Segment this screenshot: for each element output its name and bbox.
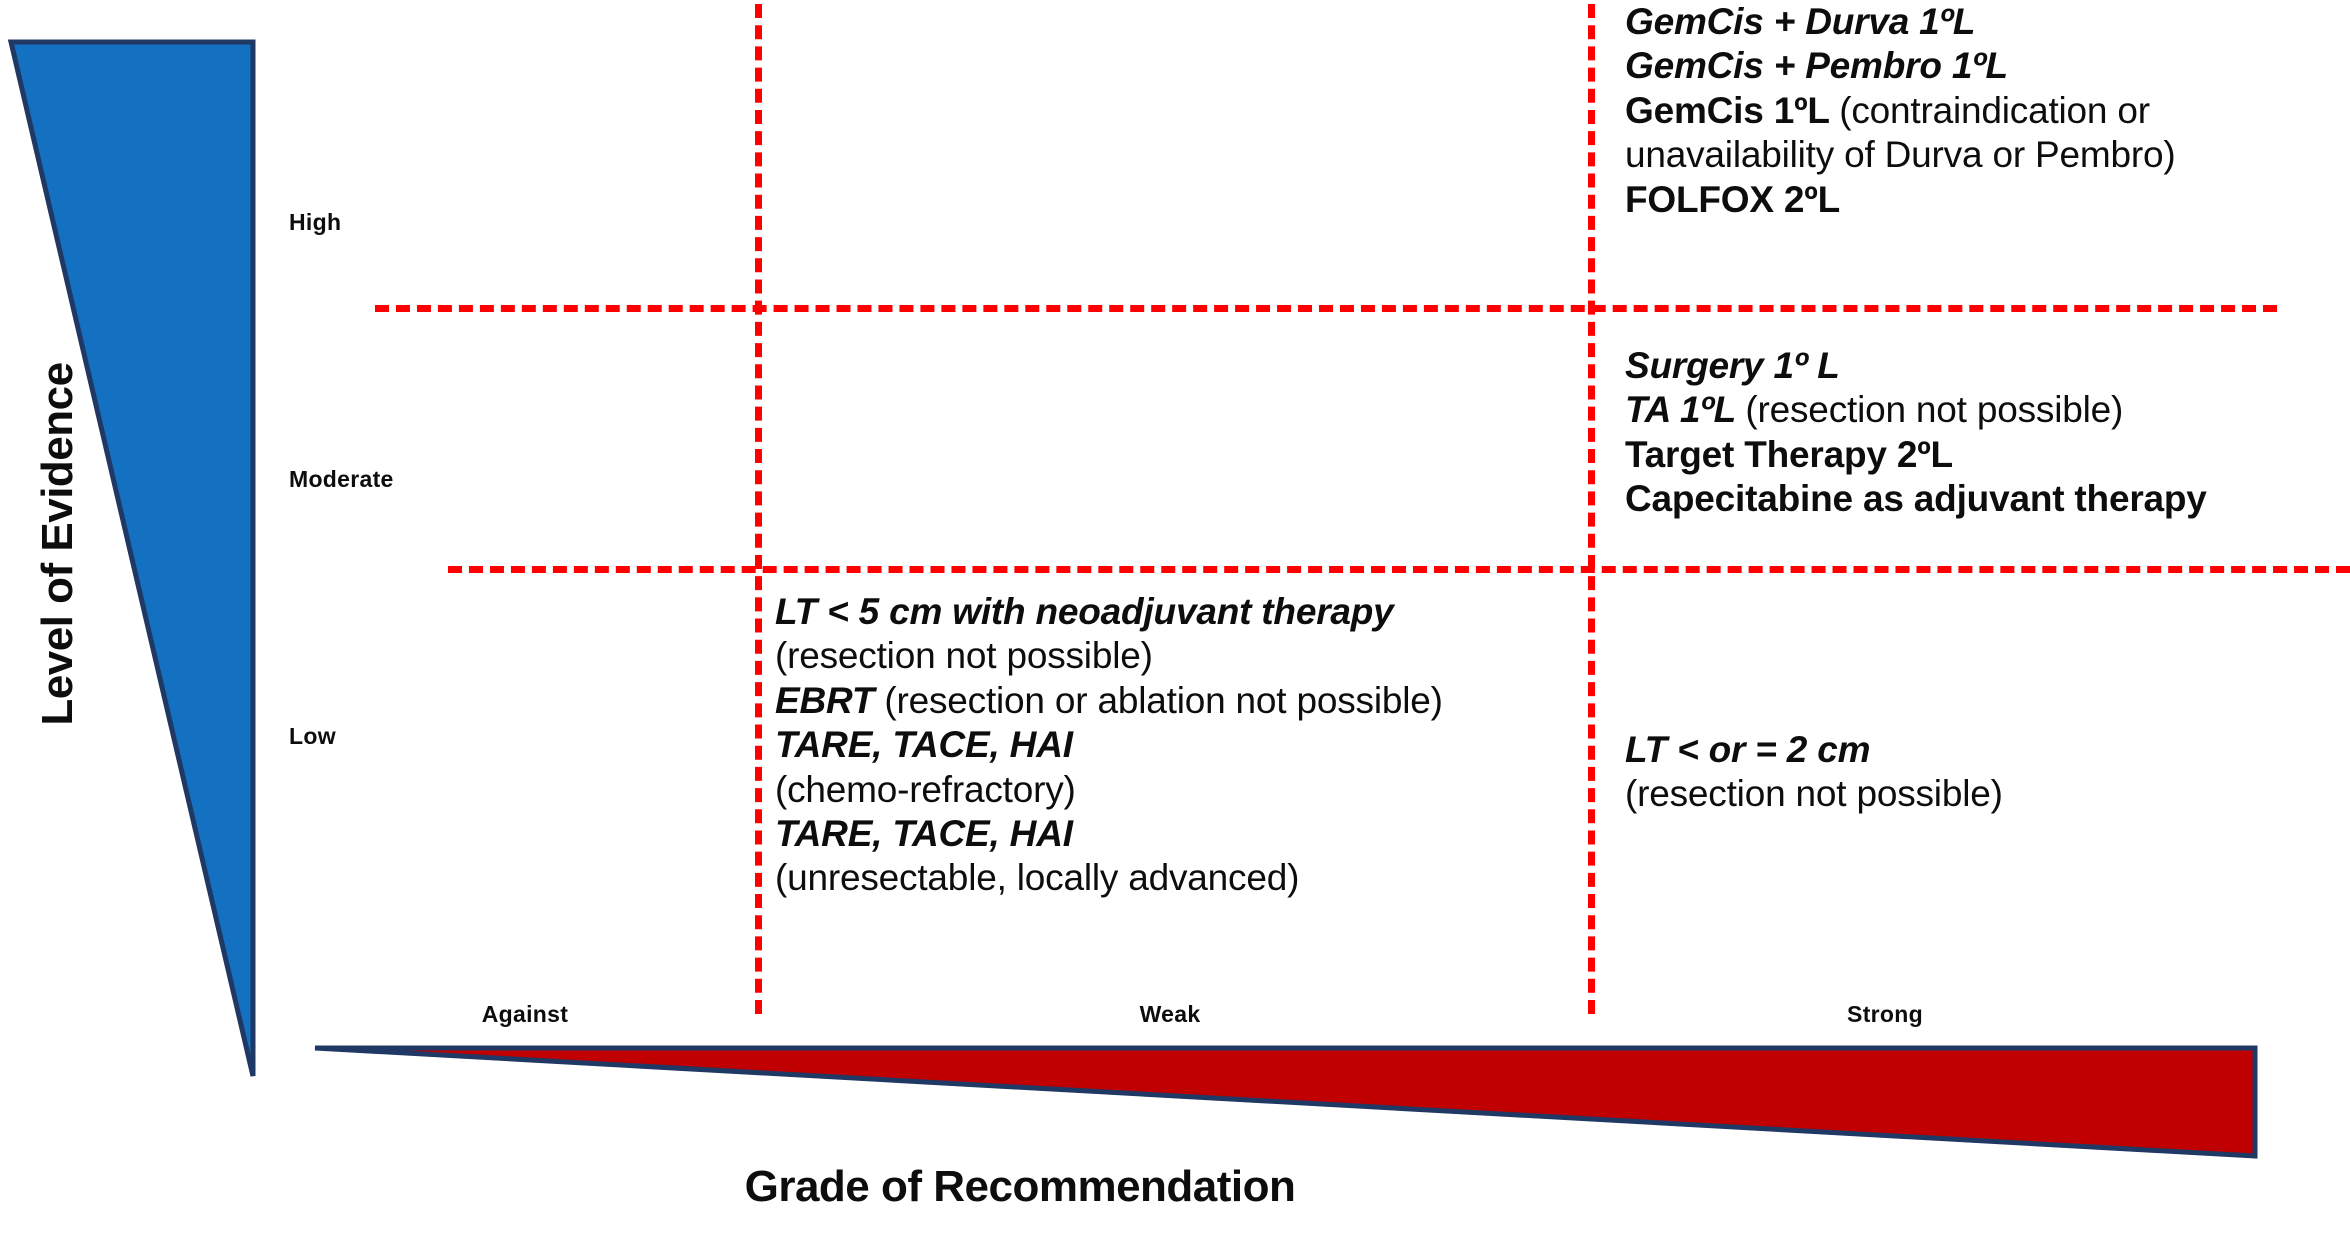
cell-low-strong-item-1-lead: LT < or = 2 cm bbox=[1625, 729, 1871, 770]
divider-against-weak bbox=[755, 4, 762, 1014]
cell-moderate-strong-item-3: Target Therapy 2ºL bbox=[1625, 433, 1953, 475]
evidence-level-moderate: Moderate bbox=[289, 466, 394, 492]
cell-high-strong-item-3: GemCis 1ºL (contraindication or unavaila… bbox=[1625, 89, 2350, 178]
grade-level-strong: Strong bbox=[1847, 1001, 1923, 1027]
cell-moderate-strong: Surgery 1º L TA 1ºL (resection not possi… bbox=[1625, 344, 2350, 522]
evidence-level-high: High bbox=[289, 209, 342, 235]
cell-high-strong-item-3-detail: (contraindication or unavailability of D… bbox=[1625, 89, 2176, 176]
grade-of-recommendation-triangle bbox=[314, 1045, 2258, 1159]
cell-high-strong-item-4: FOLFOX 2ºL bbox=[1625, 178, 1841, 220]
divider-high-moderate bbox=[375, 305, 2277, 312]
cell-low-weak-item-3-detail: (chemo-refractory) bbox=[775, 768, 1076, 810]
cell-low-weak-item-2-detail: (resection or ablation not possible) bbox=[884, 679, 1443, 721]
cell-high-strong-item-1: GemCis + Durva 1ºL bbox=[1625, 1, 1976, 42]
cell-low-weak-item-4-detail: (unresectable, locally advanced) bbox=[775, 857, 1300, 899]
cell-moderate-strong-item-4: Capecitabine as adjuvant therapy bbox=[1625, 478, 2207, 520]
cell-low-weak-item-2: EBRT (resection or ablation not possible… bbox=[775, 679, 1605, 723]
cell-high-strong: GemCis + Durva 1ºL GemCis + Pembro 1ºL G… bbox=[1625, 0, 2350, 222]
divider-weak-strong bbox=[1588, 4, 1595, 1014]
grade-level-weak: Weak bbox=[1139, 1001, 1201, 1027]
cell-low-strong: LT < or = 2 cm (resection not possible) bbox=[1625, 728, 2350, 817]
cell-moderate-strong-item-1: Surgery 1º L bbox=[1625, 345, 1840, 386]
grade-level-against: Against bbox=[481, 1001, 569, 1027]
cell-moderate-strong-item-2: TA 1ºL (resection not possible) bbox=[1625, 388, 2350, 432]
cell-low-weak-item-2-lead: EBRT bbox=[775, 679, 885, 721]
cell-high-strong-item-3-lead: GemCis 1ºL bbox=[1625, 89, 1840, 131]
y-axis-title: Level of Evidence bbox=[33, 362, 82, 726]
cell-low-weak: LT < 5 cm with neoadjuvant therapy (rese… bbox=[775, 590, 1605, 901]
cell-moderate-strong-item-2-lead: TA 1ºL bbox=[1625, 389, 1746, 431]
cell-low-weak-item-3-lead: TARE, TACE, HAI bbox=[775, 724, 1073, 766]
x-axis-title: Grade of Recommendation bbox=[744, 1162, 1296, 1211]
cell-high-strong-item-2: GemCis + Pembro 1ºL bbox=[1625, 45, 2008, 87]
cell-moderate-strong-item-2-detail: (resection not possible) bbox=[1745, 389, 2124, 431]
cell-low-weak-item-1-lead: LT < 5 cm with neoadjuvant therapy bbox=[775, 591, 1394, 632]
divider-moderate-low bbox=[448, 566, 2350, 573]
cell-low-weak-item-1-detail: (resection not possible) bbox=[775, 635, 1153, 677]
cell-low-weak-item-4-lead: TARE, TACE, HAI bbox=[775, 812, 1073, 854]
evidence-level-low: Low bbox=[289, 723, 336, 749]
cell-low-strong-item-1-detail: (resection not possible) bbox=[1625, 773, 2003, 815]
